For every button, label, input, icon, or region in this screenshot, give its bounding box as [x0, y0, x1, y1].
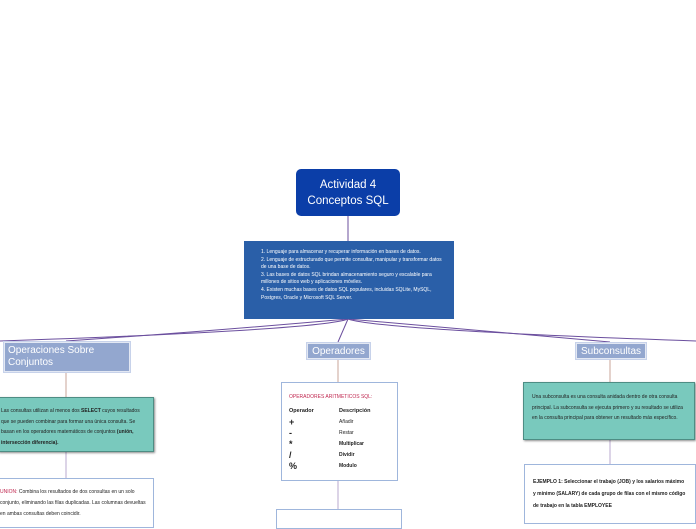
ejemplo-card[interactable]: EJEMPLO 1: Seleccionar el trabajo (JOB) …	[524, 464, 696, 524]
description-item: 1. Lenguaje para almacenar y recuperar i…	[261, 249, 421, 255]
connector-branch-sub	[347, 318, 611, 343]
connector-branch-conj	[65, 318, 349, 342]
col-descripcion: Descripción	[339, 408, 371, 414]
union-label: UNION:	[0, 489, 18, 495]
description-node[interactable]: 1. Lenguaje para almacenar y recuperar i…	[244, 241, 454, 319]
operator-row: + Añadir	[289, 417, 390, 428]
conjuntos-note-text-end: cuyos resultados que se pueden combinar …	[1, 408, 140, 435]
operator-row: % Modulo	[289, 461, 390, 472]
operator-symbol: +	[289, 417, 295, 427]
operator-symbol: *	[289, 439, 293, 449]
subconsultas-note[interactable]: Una subconsulta es una consulta anidada …	[523, 382, 695, 440]
description-item: 3. Las bases de datos SQL brindan almace…	[261, 271, 432, 286]
operadores-header-row: Operador Descripción	[289, 406, 390, 417]
operadores-card[interactable]: OPERADORES ARITMETICOS SQL: Operador Des…	[281, 382, 398, 481]
conjuntos-note[interactable]: Las consultas utilizan al menos dos SELE…	[0, 397, 154, 452]
col-operador: Operador	[289, 408, 314, 414]
description-item: 4. Existen muchas bases de datos SQL pop…	[261, 286, 432, 301]
operator-symbol: %	[289, 461, 298, 471]
operadores-heading: OPERADORES ARITMETICOS SQL:	[289, 394, 373, 400]
operator-symbol: /	[289, 450, 292, 460]
union-note[interactable]: UNION: Combina los resultados de dos con…	[0, 478, 154, 528]
category-operadores[interactable]: Operadores	[306, 342, 371, 360]
conjuntos-note-text: Las consultas utilizan al menos dos	[1, 408, 82, 414]
union-text: Combina los resultados de dos consultas …	[0, 489, 146, 517]
operator-desc: Restar	[339, 430, 354, 436]
root-title-line1: Actividad 4	[319, 179, 377, 191]
connector-branch-right	[347, 318, 696, 342]
category-conjuntos[interactable]: Operaciones Sobre Conjuntos	[3, 341, 131, 373]
operator-desc: Añadir	[339, 419, 354, 425]
operadores-card-2[interactable]	[276, 509, 402, 529]
category-subconsultas[interactable]: Subconsultas	[575, 342, 647, 360]
root-title-line2: Conceptos SQL	[307, 195, 389, 207]
description-item: 2. Lenguaje de estructurado que permite …	[261, 256, 442, 271]
operator-desc: Multiplicar	[339, 441, 365, 447]
conjuntos-note-select: SELECT	[81, 408, 101, 414]
connector-branch-mid	[337, 318, 349, 343]
operator-desc: Modulo	[339, 463, 357, 469]
operator-row: - Restar	[289, 428, 390, 439]
root-node[interactable]: Actividad 4 Conceptos SQL	[296, 169, 400, 216]
operator-symbol: -	[289, 428, 292, 438]
connector-branch-left	[0, 318, 349, 342]
operator-desc: Dividir	[339, 452, 355, 458]
conjuntos-note-operators: (unión, intersección diferencia).	[1, 429, 134, 446]
operator-row: / Dividir	[289, 450, 390, 461]
operator-row: * Multiplicar	[289, 439, 390, 450]
